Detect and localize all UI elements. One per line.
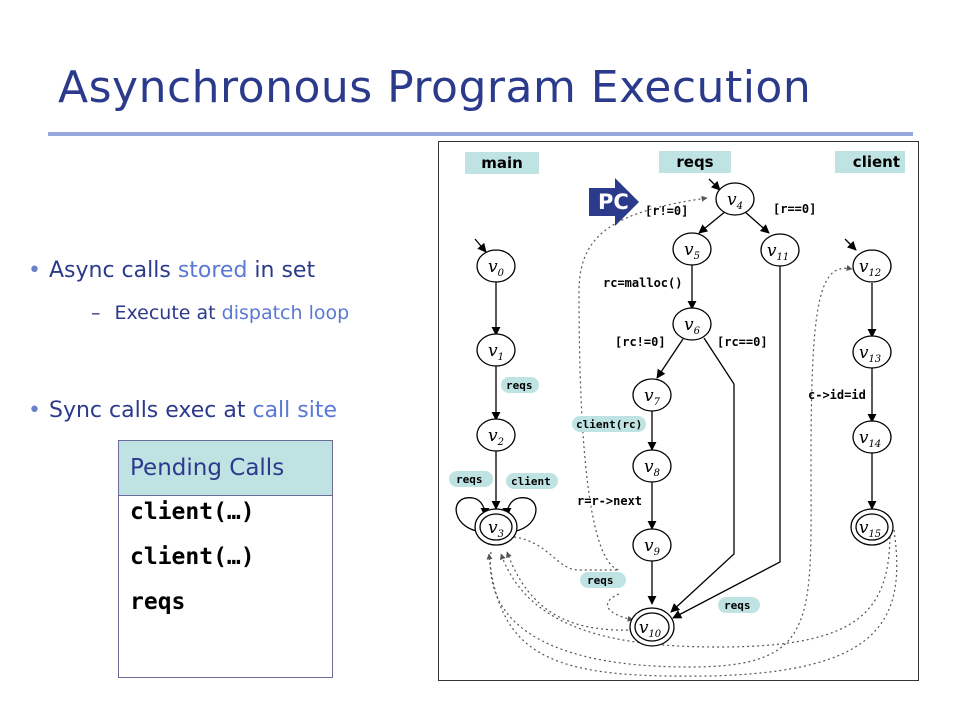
edge-label: [r!=0] xyxy=(645,204,688,218)
edge-v6-v10 xyxy=(703,337,735,385)
dispatch-edge-v15-v3 xyxy=(500,531,891,648)
node-v5 xyxy=(672,232,712,266)
call-tags xyxy=(449,377,760,613)
node-v7 xyxy=(632,378,672,412)
node-v1 xyxy=(476,333,516,367)
call-tag-label: client xyxy=(511,475,551,488)
call-tag-label: client(rc) xyxy=(576,418,642,431)
call-tag-label: reqs xyxy=(724,599,751,612)
node-v8 xyxy=(632,449,672,483)
edge-v6-v10-tail xyxy=(670,384,735,613)
edge-label: [rc==0] xyxy=(717,335,768,349)
node-label: v4 xyxy=(727,190,743,212)
node-label: v3 xyxy=(488,518,504,540)
node-label: v0 xyxy=(488,257,505,279)
dispatch-edges xyxy=(486,195,898,677)
bullet-dot-icon: • xyxy=(28,398,41,423)
edge-label: [r==0] xyxy=(773,202,816,216)
graph-nodes xyxy=(474,182,894,647)
edge-v3-self-left xyxy=(455,497,490,533)
edge-v4-v5 xyxy=(698,210,727,234)
edge-v6-v7 xyxy=(656,338,684,379)
node-v12 xyxy=(852,249,892,283)
pc-arrow-icon xyxy=(589,178,639,226)
edge-v3-self-right xyxy=(502,497,537,533)
pending-call-item: client(…) xyxy=(130,499,255,525)
node-label: v15 xyxy=(859,518,881,540)
dash-icon: – xyxy=(91,302,101,324)
edge-v11-v10 xyxy=(672,266,781,619)
node-label: v8 xyxy=(644,457,660,479)
entry-arrow-v0 xyxy=(474,238,487,253)
edge-annotations: [r!=0] [r==0] rc=malloc() [rc!=0] [rc==0… xyxy=(577,202,866,508)
pending-call-item: client(…) xyxy=(130,544,255,570)
node-v4 xyxy=(715,182,755,216)
dispatch-edge-v3-v12 xyxy=(489,264,853,668)
dispatch-edge-reqs-v10 xyxy=(606,593,634,622)
node-v11 xyxy=(760,233,800,267)
node-label: v7 xyxy=(644,386,661,408)
node-v9 xyxy=(632,528,672,562)
node-label: v9 xyxy=(644,536,661,558)
pending-call-item: reqs xyxy=(130,589,186,615)
bullet-sync: •Sync calls exec at call site xyxy=(28,398,338,423)
edge-label: r=r->next xyxy=(577,494,642,508)
node-label: v5 xyxy=(684,240,700,262)
entry-arrow-v12 xyxy=(844,238,857,251)
node-label: v12 xyxy=(859,257,881,279)
node-label: v10 xyxy=(639,618,662,640)
bullet-dot-icon: • xyxy=(28,258,41,283)
slide-title: Asynchronous Program Execution xyxy=(58,62,812,113)
call-tag-label: reqs xyxy=(456,473,483,486)
node-v13 xyxy=(852,335,892,369)
dispatch-edge-v10-v3 xyxy=(506,551,634,631)
program-counter-marker: PC xyxy=(589,178,641,226)
call-tag-label: reqs xyxy=(587,574,614,587)
node-v14 xyxy=(852,420,892,454)
node-label: v2 xyxy=(488,426,504,448)
node-v0 xyxy=(476,249,516,283)
procedure-label-reqs: reqs xyxy=(659,151,731,173)
node-label: v6 xyxy=(684,315,701,337)
edge-v4-v11 xyxy=(743,210,770,234)
procedure-label-client: client xyxy=(835,151,905,173)
dispatch-edge-v15-v3-outer xyxy=(486,529,898,677)
node-label: v11 xyxy=(767,241,789,263)
node-v6 xyxy=(672,307,712,341)
edge-label: [rc!=0] xyxy=(615,335,666,349)
procedure-label-main: main xyxy=(465,152,539,174)
node-label: v13 xyxy=(859,343,881,365)
dispatch-edge-v3-v4 xyxy=(513,195,708,571)
entry-arrows xyxy=(474,178,857,253)
call-tag-label: reqs xyxy=(506,379,533,392)
node-label: v14 xyxy=(859,428,881,450)
program-graph: main reqs client PC xyxy=(438,141,919,681)
title-rule xyxy=(48,132,913,136)
graph-canvas: v0 v1 v2 v3 v4 v5 v6 v7 v8 v9 v10 v11 v1… xyxy=(449,178,898,677)
sub-bullet-dispatch: –Execute at dispatch loop xyxy=(91,302,350,324)
entry-arrow-v4 xyxy=(708,178,721,191)
edge-label: c->id=id xyxy=(808,388,866,402)
control-edges xyxy=(455,210,877,619)
node-labels: v0 v1 v2 v3 v4 v5 v6 v7 v8 v9 v10 v11 v1… xyxy=(488,190,881,640)
edge-label: rc=malloc() xyxy=(603,276,682,290)
node-label: v1 xyxy=(488,341,504,363)
pending-calls-box: Pending Calls client(…) client(…) reqs xyxy=(118,440,333,678)
node-v2 xyxy=(476,418,516,452)
pending-calls-header: Pending Calls xyxy=(119,441,332,496)
bullet-async: •Async calls stored in set xyxy=(28,258,316,283)
